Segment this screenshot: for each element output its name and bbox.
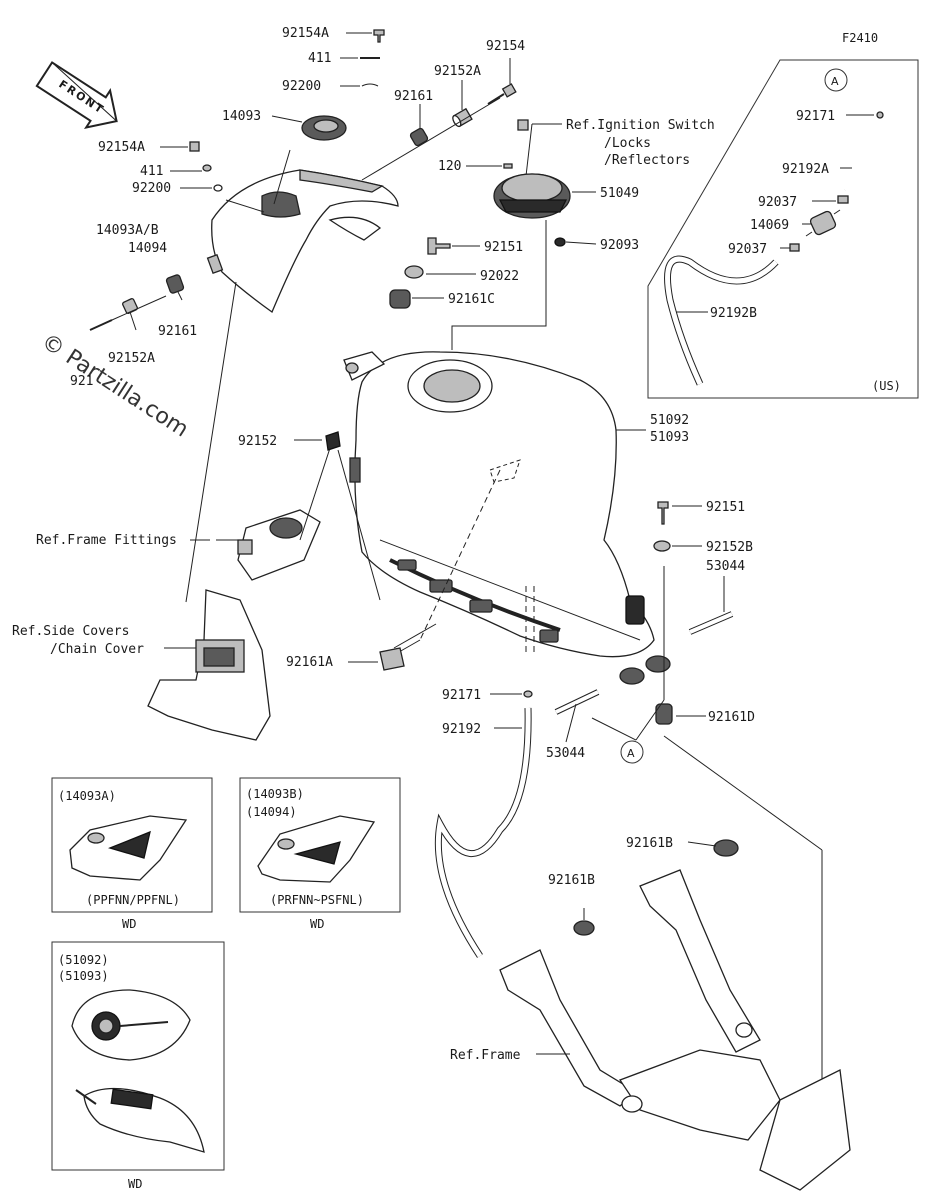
label-92171-mid: 92171 bbox=[442, 688, 481, 703]
label-ref-frame-fittings: Ref.Frame Fittings bbox=[36, 533, 177, 548]
label-411-left: 411 bbox=[140, 164, 163, 179]
label-51093: 51093 bbox=[650, 430, 689, 445]
label-ref-frame: Ref.Frame bbox=[450, 1048, 521, 1063]
cap-ring-14093 bbox=[271, 115, 347, 141]
variant-box-51092 bbox=[51, 941, 225, 1171]
variant-2-footer: WD bbox=[310, 917, 324, 931]
label-92022: 92022 bbox=[480, 269, 519, 284]
label-ref-side-covers: Ref.Side Covers bbox=[12, 624, 129, 639]
label-411-top: 411 bbox=[308, 51, 331, 66]
label-92161d: 92161D bbox=[708, 710, 755, 725]
variant-2-code-1: (14093B) bbox=[246, 787, 304, 801]
rod-53044 bbox=[554, 576, 734, 743]
pad-92161a bbox=[348, 623, 437, 671]
variant-box-14093a bbox=[51, 777, 213, 913]
label-92152a-top: 92152A bbox=[434, 64, 481, 79]
hose-92192b bbox=[665, 256, 778, 386]
fitting-92037-a bbox=[837, 195, 849, 204]
label-14069: 14069 bbox=[750, 218, 789, 233]
variant-3-footer: WD bbox=[128, 1177, 142, 1191]
side-cover bbox=[147, 281, 381, 741]
hose-92192a bbox=[844, 119, 908, 191]
drain-hose-92192 bbox=[434, 690, 533, 958]
label-92192: 92192 bbox=[442, 722, 481, 737]
label-ref-ignition: Ref.Ignition Switch bbox=[566, 118, 715, 133]
figure-code: F2410 bbox=[842, 31, 878, 45]
label-92154a-left: 92154A bbox=[98, 140, 145, 155]
label-92037-a: 92037 bbox=[758, 195, 797, 210]
variant-box-14093b bbox=[239, 777, 401, 913]
us-region-label: (US) bbox=[872, 379, 901, 393]
label-92161-left: 92161 bbox=[158, 324, 197, 339]
us-circle-a: A bbox=[831, 75, 839, 88]
fitting-92037-b bbox=[789, 243, 800, 252]
label-14093: 14093 bbox=[222, 109, 261, 124]
label-92152a-left: 92152A bbox=[108, 351, 155, 366]
label-921-cut: 921 bbox=[70, 374, 93, 389]
frame-outline bbox=[499, 839, 851, 1191]
fasteners-center bbox=[389, 237, 480, 309]
variant-2-code-2: (14094) bbox=[246, 805, 297, 819]
label-92093: 92093 bbox=[600, 238, 639, 253]
callout-labels: 92154A 411 92200 14093 92154A 411 92200 … bbox=[12, 26, 755, 1063]
fasteners-left bbox=[89, 141, 223, 331]
label-92200-left: 92200 bbox=[132, 181, 171, 196]
label-92161b-mid: 92161B bbox=[548, 873, 595, 888]
variant-2-spec: (PRFNN~PSFNL) bbox=[270, 893, 364, 907]
label-92152b: 92152B bbox=[706, 540, 753, 555]
label-92200-top: 92200 bbox=[282, 79, 321, 94]
label-14094: 14094 bbox=[128, 241, 167, 256]
us-kit-box: A (US) 92171 92192A 92037 14069 92037 92… bbox=[647, 59, 919, 399]
damper-92161d bbox=[591, 566, 823, 1110]
label-ref-chain-cover: /Chain Cover bbox=[50, 642, 144, 657]
label-14093ab: 14093A/B bbox=[96, 223, 159, 238]
label-92161-top: 92161 bbox=[394, 89, 433, 104]
fuel-cap-51049 bbox=[451, 119, 597, 350]
label-92154-top: 92154 bbox=[486, 39, 525, 54]
circle-a-bottom-icon bbox=[620, 740, 644, 764]
clip-92171 bbox=[876, 111, 884, 119]
fuel-tank-51092 bbox=[343, 351, 671, 685]
variant-1-code: (14093A) bbox=[58, 789, 116, 803]
label-92161c: 92161C bbox=[448, 292, 495, 307]
label-92161a: 92161A bbox=[286, 655, 333, 670]
label-ref-locks: /Locks bbox=[604, 136, 651, 151]
label-92151-right: 92151 bbox=[706, 500, 745, 515]
label-92161b-right: 92161B bbox=[626, 836, 673, 851]
circle-a-bottom: A bbox=[627, 747, 635, 760]
variant-1-footer: WD bbox=[122, 917, 136, 931]
fasteners-top bbox=[340, 29, 517, 181]
label-92192a: 92192A bbox=[782, 162, 829, 177]
front-arrow-icon bbox=[35, 61, 118, 130]
bolt-92151-right bbox=[653, 501, 702, 552]
frame-fittings bbox=[216, 431, 341, 581]
label-51049: 51049 bbox=[600, 186, 639, 201]
variant-1-spec: (PPFNN/PPFNL) bbox=[86, 893, 180, 907]
variant-3-code-1: (51092) bbox=[58, 953, 109, 967]
watermark: © Partzilla.com bbox=[37, 329, 193, 442]
label-92151-top: 92151 bbox=[484, 240, 523, 255]
label-53044-right: 53044 bbox=[706, 559, 745, 574]
fuel-filter-14069 bbox=[805, 209, 841, 237]
label-92171-us: 92171 bbox=[796, 109, 835, 124]
label-92154a-top: 92154A bbox=[282, 26, 329, 41]
label-51092: 51092 bbox=[650, 413, 689, 428]
label-92192b: 92192B bbox=[710, 306, 757, 321]
label-ref-reflectors: /Reflectors bbox=[604, 153, 690, 168]
variant-3-code-2: (51093) bbox=[58, 969, 109, 983]
label-120: 120 bbox=[438, 159, 461, 174]
tank-shroud-14093 bbox=[206, 149, 399, 314]
label-92037-b: 92037 bbox=[728, 242, 767, 257]
label-92152-mid: 92152 bbox=[238, 434, 277, 449]
label-53044-mid: 53044 bbox=[546, 746, 585, 761]
